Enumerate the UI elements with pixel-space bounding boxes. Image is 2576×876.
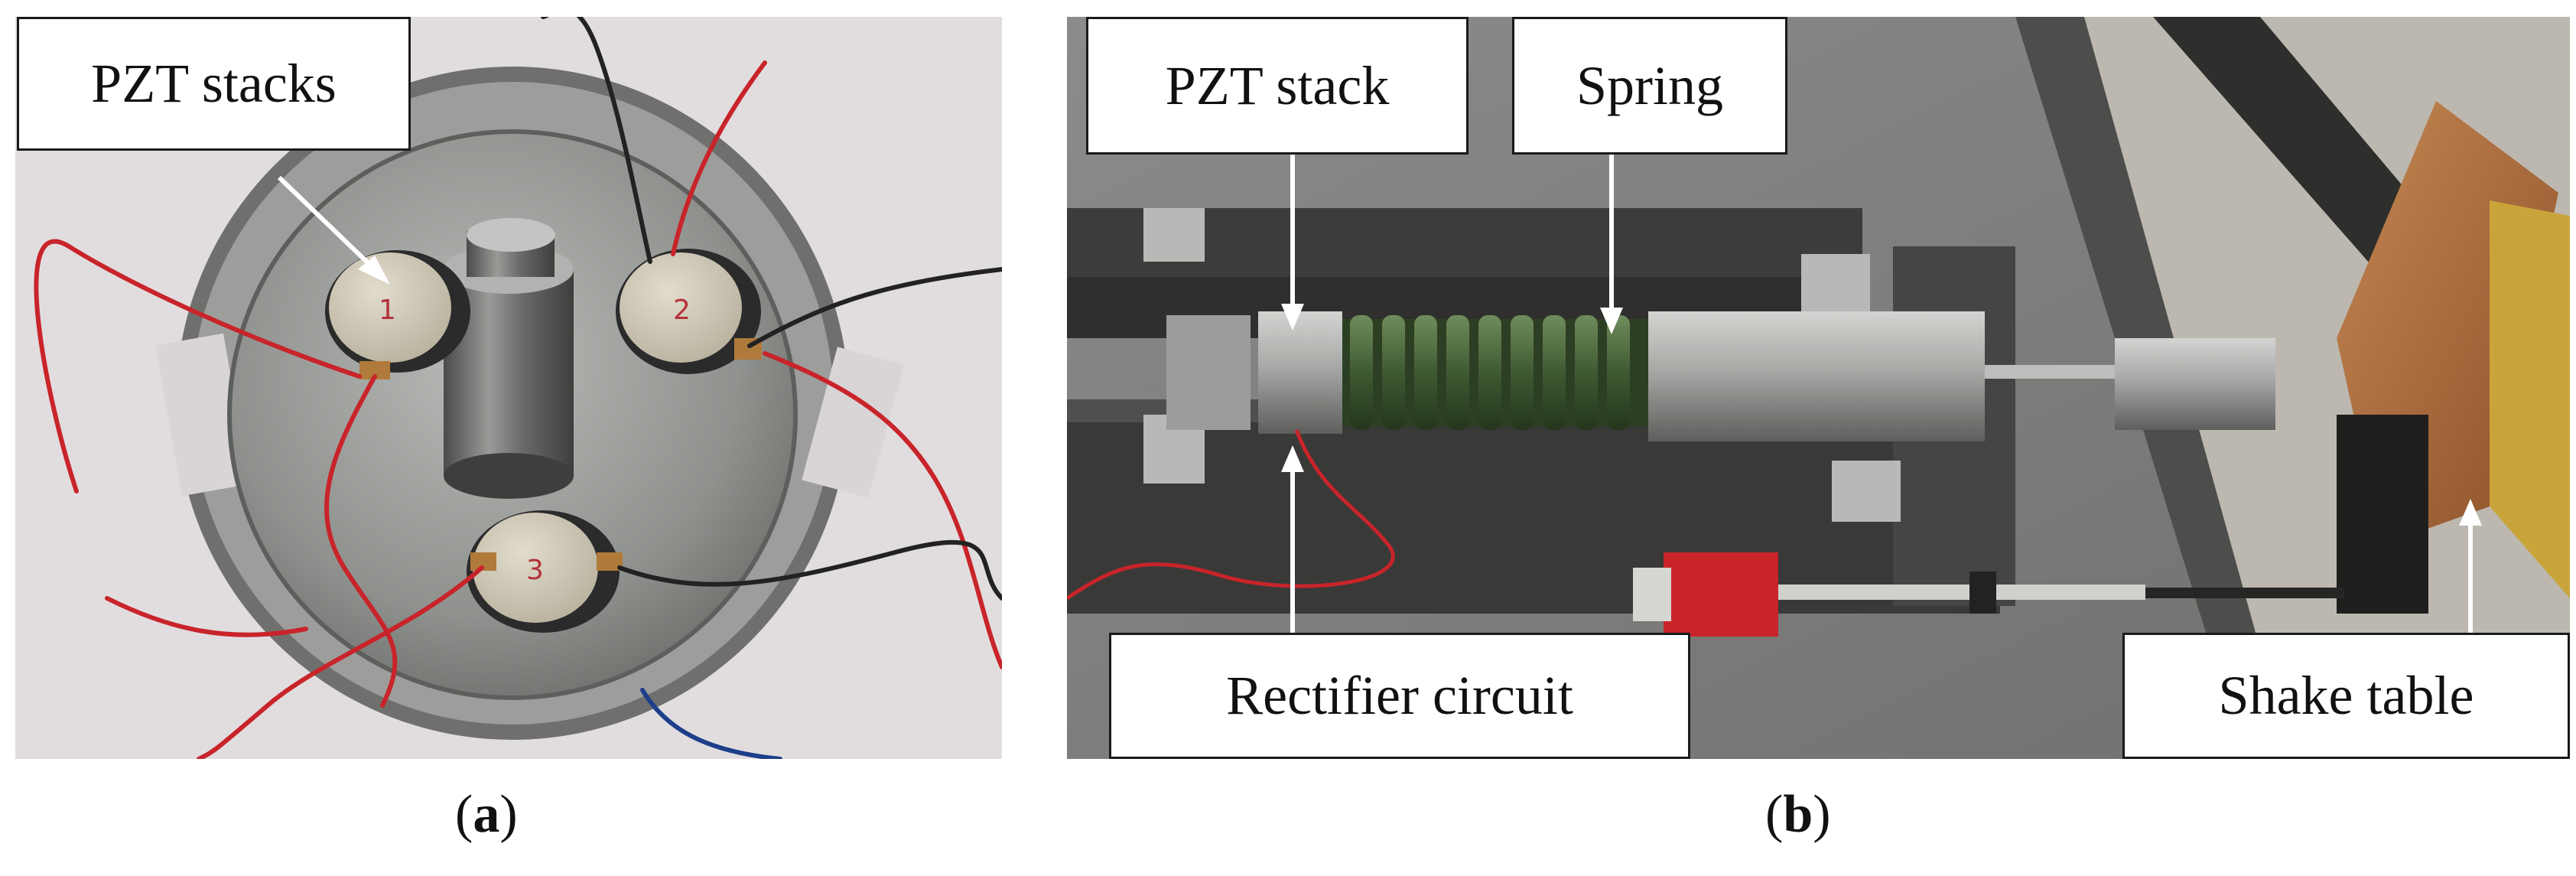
callout-pzt-stacks: PZT stacks — [17, 17, 411, 151]
caption-a: (a) — [455, 785, 518, 844]
pzt-stack-3: 3 — [467, 510, 623, 633]
stack-marking: 1 — [379, 295, 396, 326]
stack-marking: 3 — [526, 555, 544, 586]
pzt-stack-2: 2 — [616, 249, 762, 374]
spring — [1342, 315, 1648, 430]
photo-panel-a: 1 2 3 — [15, 17, 1002, 759]
stack-marking: 2 — [673, 295, 691, 326]
callout-rectifier-circuit: Rectifier circuit — [1109, 633, 1690, 759]
callout-pzt-stack: PZT stack — [1086, 17, 1469, 155]
pzt-stack-1: 1 — [325, 250, 470, 379]
caption-b: (b) — [1765, 785, 1831, 844]
callout-shake-table: Shake table — [2122, 633, 2570, 759]
callout-spring: Spring — [1512, 17, 1787, 155]
photo-a-pzt-stacks: 1 2 3 — [15, 17, 1002, 759]
pointer-arrows — [1281, 155, 2482, 637]
caption-a-letter: a — [473, 785, 500, 844]
caption-b-letter: b — [1783, 785, 1813, 844]
photo-panel-b: PZT stack Spring Rectifier circuit Shake… — [1067, 17, 2570, 759]
pointer-arrow — [277, 175, 390, 285]
lead-wires — [34, 17, 1002, 759]
